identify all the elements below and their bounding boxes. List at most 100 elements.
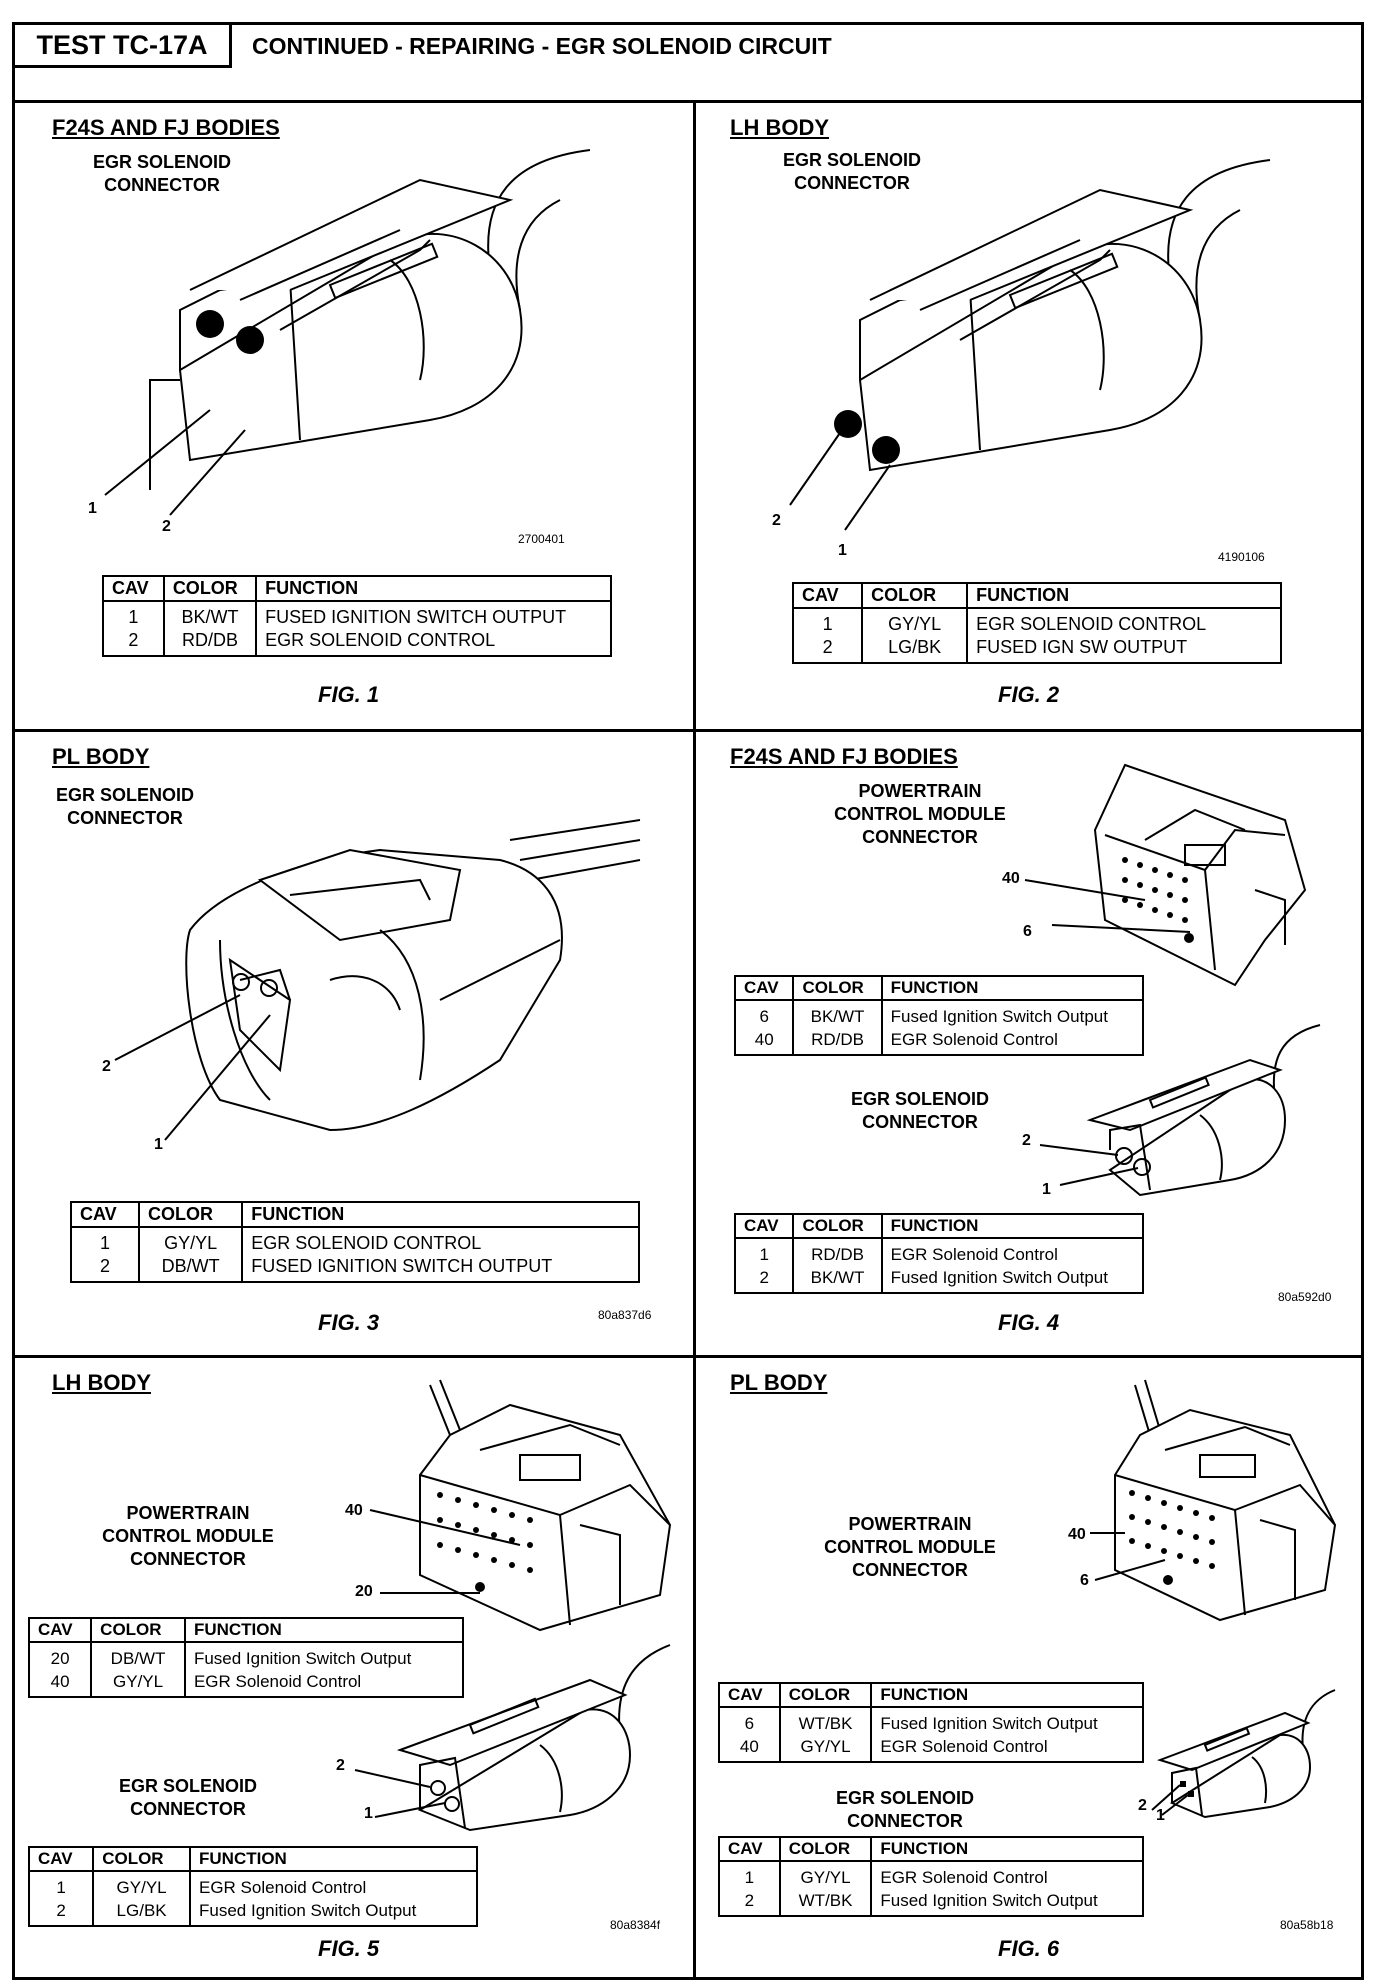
callout-1: 1 [154,1136,163,1153]
color-cell: WT/BK [778,1889,873,1917]
column-header-function: FUNCTION [241,1201,640,1228]
color-cell: RD/DB [162,629,258,657]
function-cell: Fused Ignition Switch Output [870,1889,1144,1917]
callout-6: 6 [1080,1572,1089,1589]
cav-cell: 40 [733,1028,795,1056]
egr-connector-drawing [396,1644,671,1832]
color-cell: GY/YL [90,1670,186,1698]
function-cell: EGR Solenoid Control [189,1871,478,1899]
test-id: TEST TC-17A [36,29,208,60]
function-cell: Fused Ignition Switch Output [870,1707,1144,1735]
cav-cell: 40 [718,1735,781,1763]
figure-1-title: F24S AND FJ BODIES [52,115,280,140]
function-cell: EGR SOLENOID CONTROL [255,629,612,657]
page-frame [12,22,1364,1980]
function-cell: EGR Solenoid Control [870,1735,1144,1763]
cav-cell: 1 [70,1227,140,1255]
function-cell: Fused Ignition Switch Output [880,1266,1145,1294]
figure-3-title: PL BODY [52,744,150,769]
callout-20: 20 [355,1583,373,1600]
figure-1-code: 2700401 [518,532,565,546]
column-header-color: COLOR [778,1682,873,1708]
figure-6-code: 80a58b18 [1280,1918,1334,1932]
column-header-cav: CAV [27,1617,93,1643]
figure-5-egr-label: EGR SOLENOID CONNECTOR [118,1776,257,1819]
column-header-cav: CAV [718,1836,781,1862]
column-header-cav: CAV [733,975,795,1001]
color-cell: BK/WT [162,601,258,629]
color-cell: BK/WT [792,1000,883,1028]
egr-connector-drawing [185,819,641,1132]
cav-cell: 40 [27,1670,93,1698]
column-header-color: COLOR [92,1846,191,1872]
color-cell: GY/YL [778,1735,873,1763]
column-divider [693,103,696,1980]
figure-5-caption: FIG. 5 [318,1936,380,1961]
color-cell: GY/YL [861,608,969,636]
figure-5-pcm-leaders [369,1509,521,1594]
function-cell: FUSED IGNITION SWITCH OUTPUT [241,1255,640,1283]
cav-cell: 1 [718,1861,781,1889]
figure-4-pcm-leaders [1024,879,1191,933]
callout-1: 1 [838,542,847,559]
function-cell: EGR SOLENOID CONTROL [241,1227,640,1255]
column-header-cav: CAV [718,1682,781,1708]
callout-1: 1 [1156,1807,1165,1824]
cav-cell: 1 [102,601,165,629]
callout-1: 1 [364,1805,373,1822]
figure-4-egr-label: EGR SOLENOID CONNECTOR [850,1089,989,1132]
figure-5-egr-leaders [354,1769,446,1818]
color-cell: LG/BK [861,636,969,664]
header-divider [12,100,1364,103]
cav-cell: 6 [718,1707,781,1735]
figure-5-pcm-label: POWERTRAIN CONTROL MODULE CONNECTOR [102,1503,274,1569]
callout-1: 1 [1042,1181,1051,1198]
cav-cell: 1 [27,1871,95,1899]
callout-1: 1 [88,500,97,517]
color-cell: GY/YL [92,1871,191,1899]
column-header-function: FUNCTION [870,1836,1144,1862]
function-cell: EGR Solenoid Control [870,1861,1144,1889]
figure-2-connector-label: EGR SOLENOID CONNECTOR [782,150,921,193]
callout-2: 2 [336,1757,345,1774]
figure-5-code: 80a8384f [610,1918,661,1932]
color-cell: RD/DB [792,1028,883,1056]
figure-6-egr-leaders [1151,1784,1189,1816]
cav-cell: 2 [102,629,165,657]
egr-connector-drawing [1086,1024,1321,1197]
figure-3-code: 80a837d6 [598,1308,652,1322]
figure-6-pcm-label: POWERTRAIN CONTROL MODULE CONNECTOR [824,1514,996,1580]
function-cell: Fused Ignition Switch Output [880,1000,1145,1028]
column-header-function: FUNCTION [255,575,612,602]
callout-2: 2 [1022,1132,1031,1149]
callout-40: 40 [1002,870,1020,887]
column-header-cav: CAV [70,1201,140,1228]
pcm-connector-drawing [419,1379,672,1632]
figure-6-egr-label: EGR SOLENOID CONNECTOR [835,1788,974,1831]
pcm-connector-drawing [1114,1379,1337,1622]
color-cell: DB/WT [137,1255,244,1283]
figure-4-caption: FIG. 4 [998,1310,1060,1335]
color-cell: RD/DB [792,1238,883,1266]
function-cell: EGR Solenoid Control [880,1028,1145,1056]
